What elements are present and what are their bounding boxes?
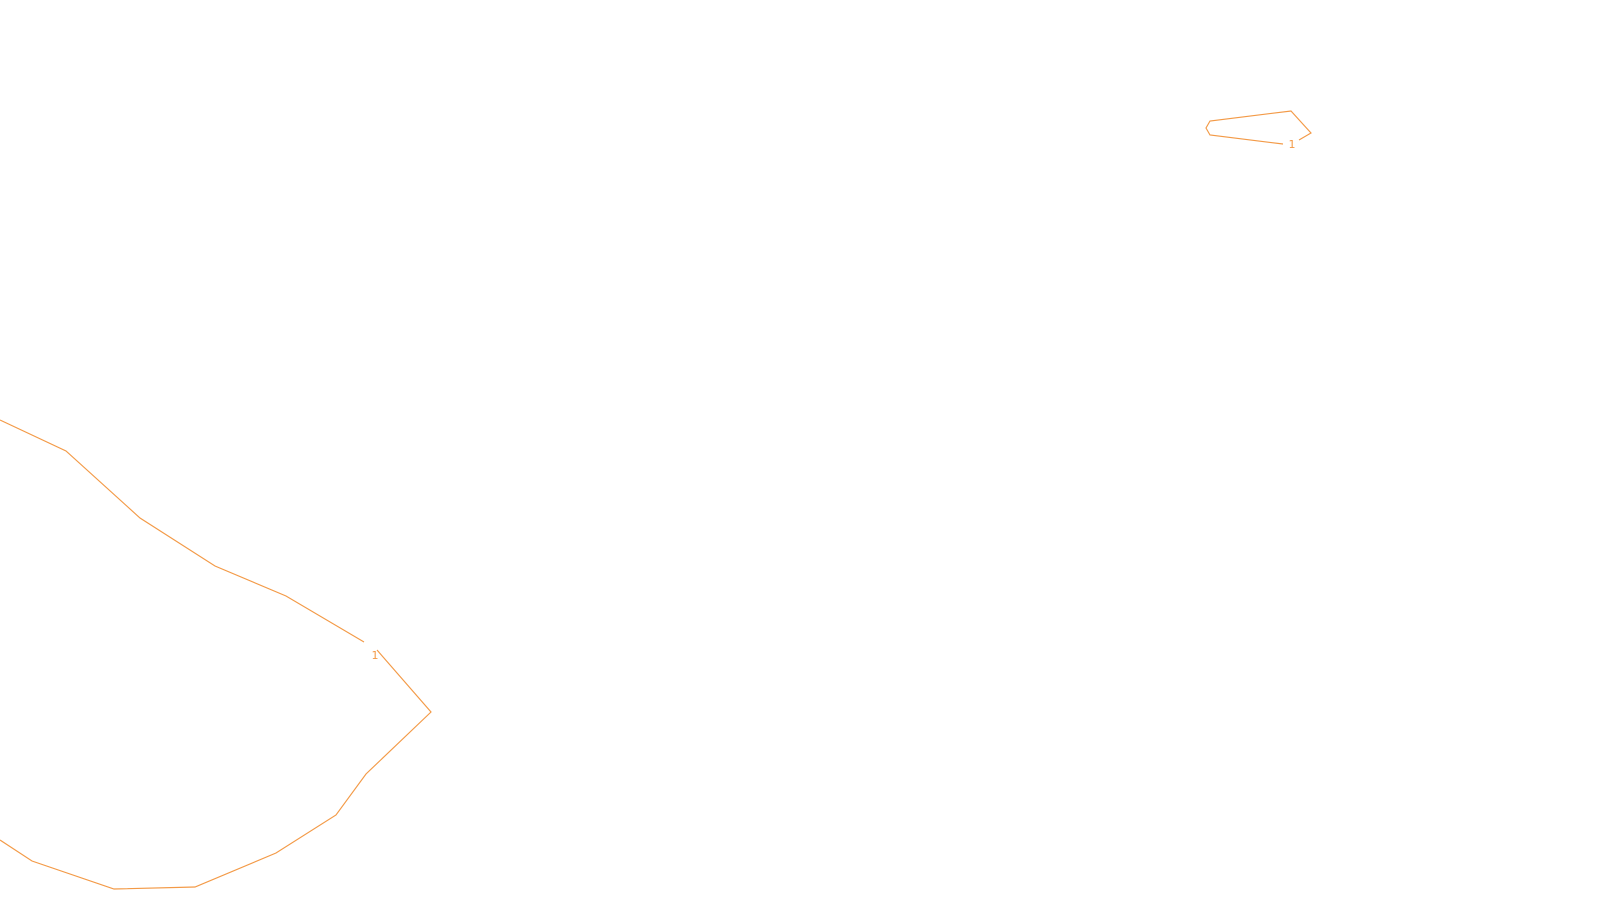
small-contour-label: 1 bbox=[1289, 138, 1296, 151]
large-contour-label: 1 bbox=[372, 649, 379, 662]
large-contour-line-upper bbox=[0, 419, 365, 643]
large-contour-group: 1 bbox=[0, 419, 432, 890]
large-contour-line-lower bbox=[0, 649, 432, 890]
small-contour-line bbox=[1205, 110, 1312, 145]
small-contour-group: 1 bbox=[1205, 110, 1312, 151]
